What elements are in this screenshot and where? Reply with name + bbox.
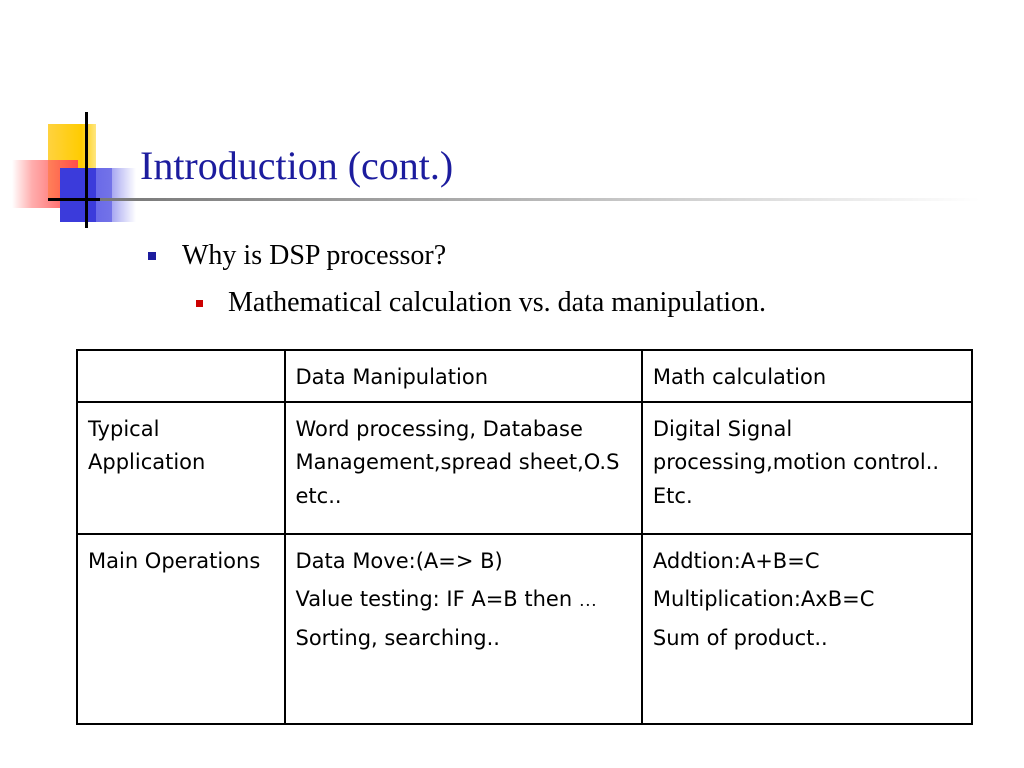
operation-item: Multiplication:AxB=C <box>652 587 875 612</box>
bullet-level-2-text: Mathematical calculation vs. data manipu… <box>228 287 767 318</box>
row-label-typical-application: Typical Application <box>76 400 286 535</box>
operation-item-text: Value testing: IF A=B then <box>295 587 573 612</box>
square-bullet-icon <box>148 252 156 260</box>
operation-item: Addtion:A+B=C <box>652 548 820 573</box>
operation-item: Sorting, searching.. <box>295 625 500 650</box>
table-row: Main Operations Data Move:(A=> B) Value … <box>76 532 974 726</box>
ellipsis: … <box>578 590 597 611</box>
bullet-level-2: Mathematical calculation vs. data manipu… <box>196 287 766 319</box>
table-header-empty <box>76 349 286 403</box>
row-label-main-operations: Main Operations <box>76 532 286 726</box>
table-header-row: Data Manipulation Math calculation <box>76 349 974 403</box>
bullet-level-1: Why is DSP processor? <box>148 240 446 272</box>
table-row: Typical Application Word processing, Dat… <box>76 400 974 535</box>
slide-title: Introduction (cont.) <box>140 143 454 188</box>
typical-math-calculation-cell: Digital Signal processing,motion control… <box>640 400 974 535</box>
operation-item: Data Move:(A=> B) <box>295 548 503 573</box>
table-header-data-manipulation: Data Manipulation <box>283 349 643 403</box>
operations-math-calculation-cell: Addtion:A+B=C Multiplication:AxB=C Sum o… <box>640 532 974 726</box>
comparison-table: Data Manipulation Math calculation Typic… <box>76 349 974 726</box>
operations-data-manipulation-cell: Data Move:(A=> B) Value testing: IF A=B … <box>283 532 643 726</box>
title-underline <box>100 198 980 201</box>
square-bullet-icon <box>196 300 203 307</box>
operation-item: Sum of product.. <box>652 625 828 650</box>
decor-horizontal-line <box>48 198 140 201</box>
typical-data-manipulation-cell: Word processing, Database Management,spr… <box>283 400 643 535</box>
table-header-math-calculation: Math calculation <box>640 349 974 403</box>
decor-blue-fade <box>96 168 136 222</box>
operation-item: Value testing: IF A=B then … <box>296 583 631 617</box>
decor-vertical-line <box>85 112 88 228</box>
bullet-level-1-text: Why is DSP processor? <box>182 240 447 271</box>
